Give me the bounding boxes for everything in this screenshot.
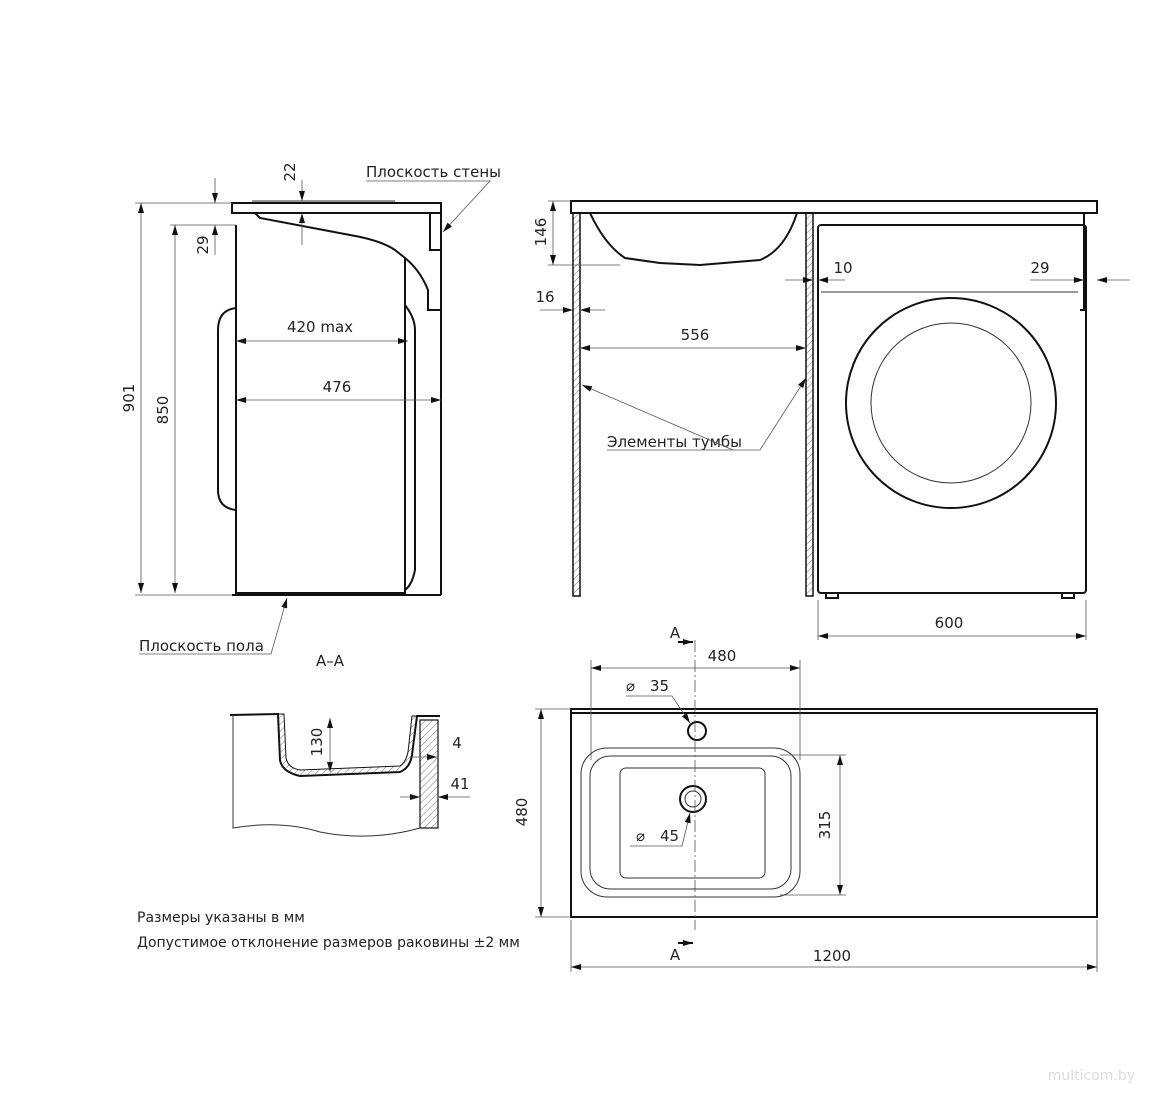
dim-10: 10: [833, 259, 852, 277]
dim-45: 45: [660, 827, 679, 845]
section-a-a: А–А 130 4 41: [229, 652, 470, 837]
dim-556: 556: [681, 326, 710, 344]
faucet-hole: [687, 721, 707, 741]
countertop-front: [570, 200, 1098, 214]
cabinet-left-panel: [572, 212, 581, 597]
note-tolerance: Допустимое отклонение размеров раковины …: [137, 935, 520, 951]
sink-basin-outline: [580, 747, 801, 898]
dim-600: 600: [935, 614, 964, 632]
dim-1200: 1200: [813, 947, 851, 965]
dim-41: 41: [450, 775, 469, 793]
section-mark-top: А: [670, 624, 681, 642]
diameter-icon: ⌀: [626, 677, 635, 695]
cabinet-elements-label: Элементы тумбы: [607, 433, 742, 451]
dim-480-width: 480: [708, 647, 737, 665]
washer-door-inner: [870, 322, 1032, 484]
dim-146: 146: [532, 218, 550, 247]
dim-315: 315: [816, 811, 834, 840]
dim-850: 850: [154, 396, 172, 425]
dim-480-depth: 480: [513, 798, 531, 827]
section-mark-bottom: А: [670, 946, 681, 964]
washer-body-front: [817, 224, 1087, 594]
cabinet-middle-panel: [805, 212, 814, 597]
dim-29-side: 29: [194, 235, 212, 254]
dim-29-front: 29: [1030, 259, 1049, 277]
dim-22: 22: [281, 162, 299, 181]
dim-16: 16: [535, 288, 554, 306]
section-title: А–А: [316, 652, 345, 670]
dim-476: 476: [323, 378, 352, 396]
sink-bowl-front: [589, 212, 798, 267]
floor-plane-label: Плоскость пола: [139, 637, 264, 655]
note-units: Размеры указаны в мм: [137, 910, 305, 926]
washer-door-outer: [845, 297, 1057, 509]
side-view: 901 850 29 22 420 max 476 Плоскость стен…: [120, 162, 501, 655]
front-view: 146 16 556 10 29 600 Элементы тумбы: [532, 200, 1130, 640]
watermark: multicom.by: [1048, 1068, 1135, 1084]
dim-130: 130: [308, 728, 326, 757]
dim-4: 4: [452, 734, 462, 752]
dim-901: 901: [120, 384, 138, 413]
washer-door-bulge: [217, 307, 237, 511]
top-view: А А 480 480 315 1200 ⌀ 35 ⌀ 45: [513, 624, 1098, 972]
countertop-top: [570, 708, 1098, 918]
dim-35: 35: [650, 677, 669, 695]
dim-420-max: 420 max: [287, 318, 353, 336]
drain-hole: [679, 785, 707, 813]
wall-plane-label: Плоскость стены: [366, 163, 501, 181]
diameter-icon: ⌀: [636, 827, 645, 845]
countertop-side: [231, 202, 442, 214]
washer-body-side: [235, 212, 406, 594]
